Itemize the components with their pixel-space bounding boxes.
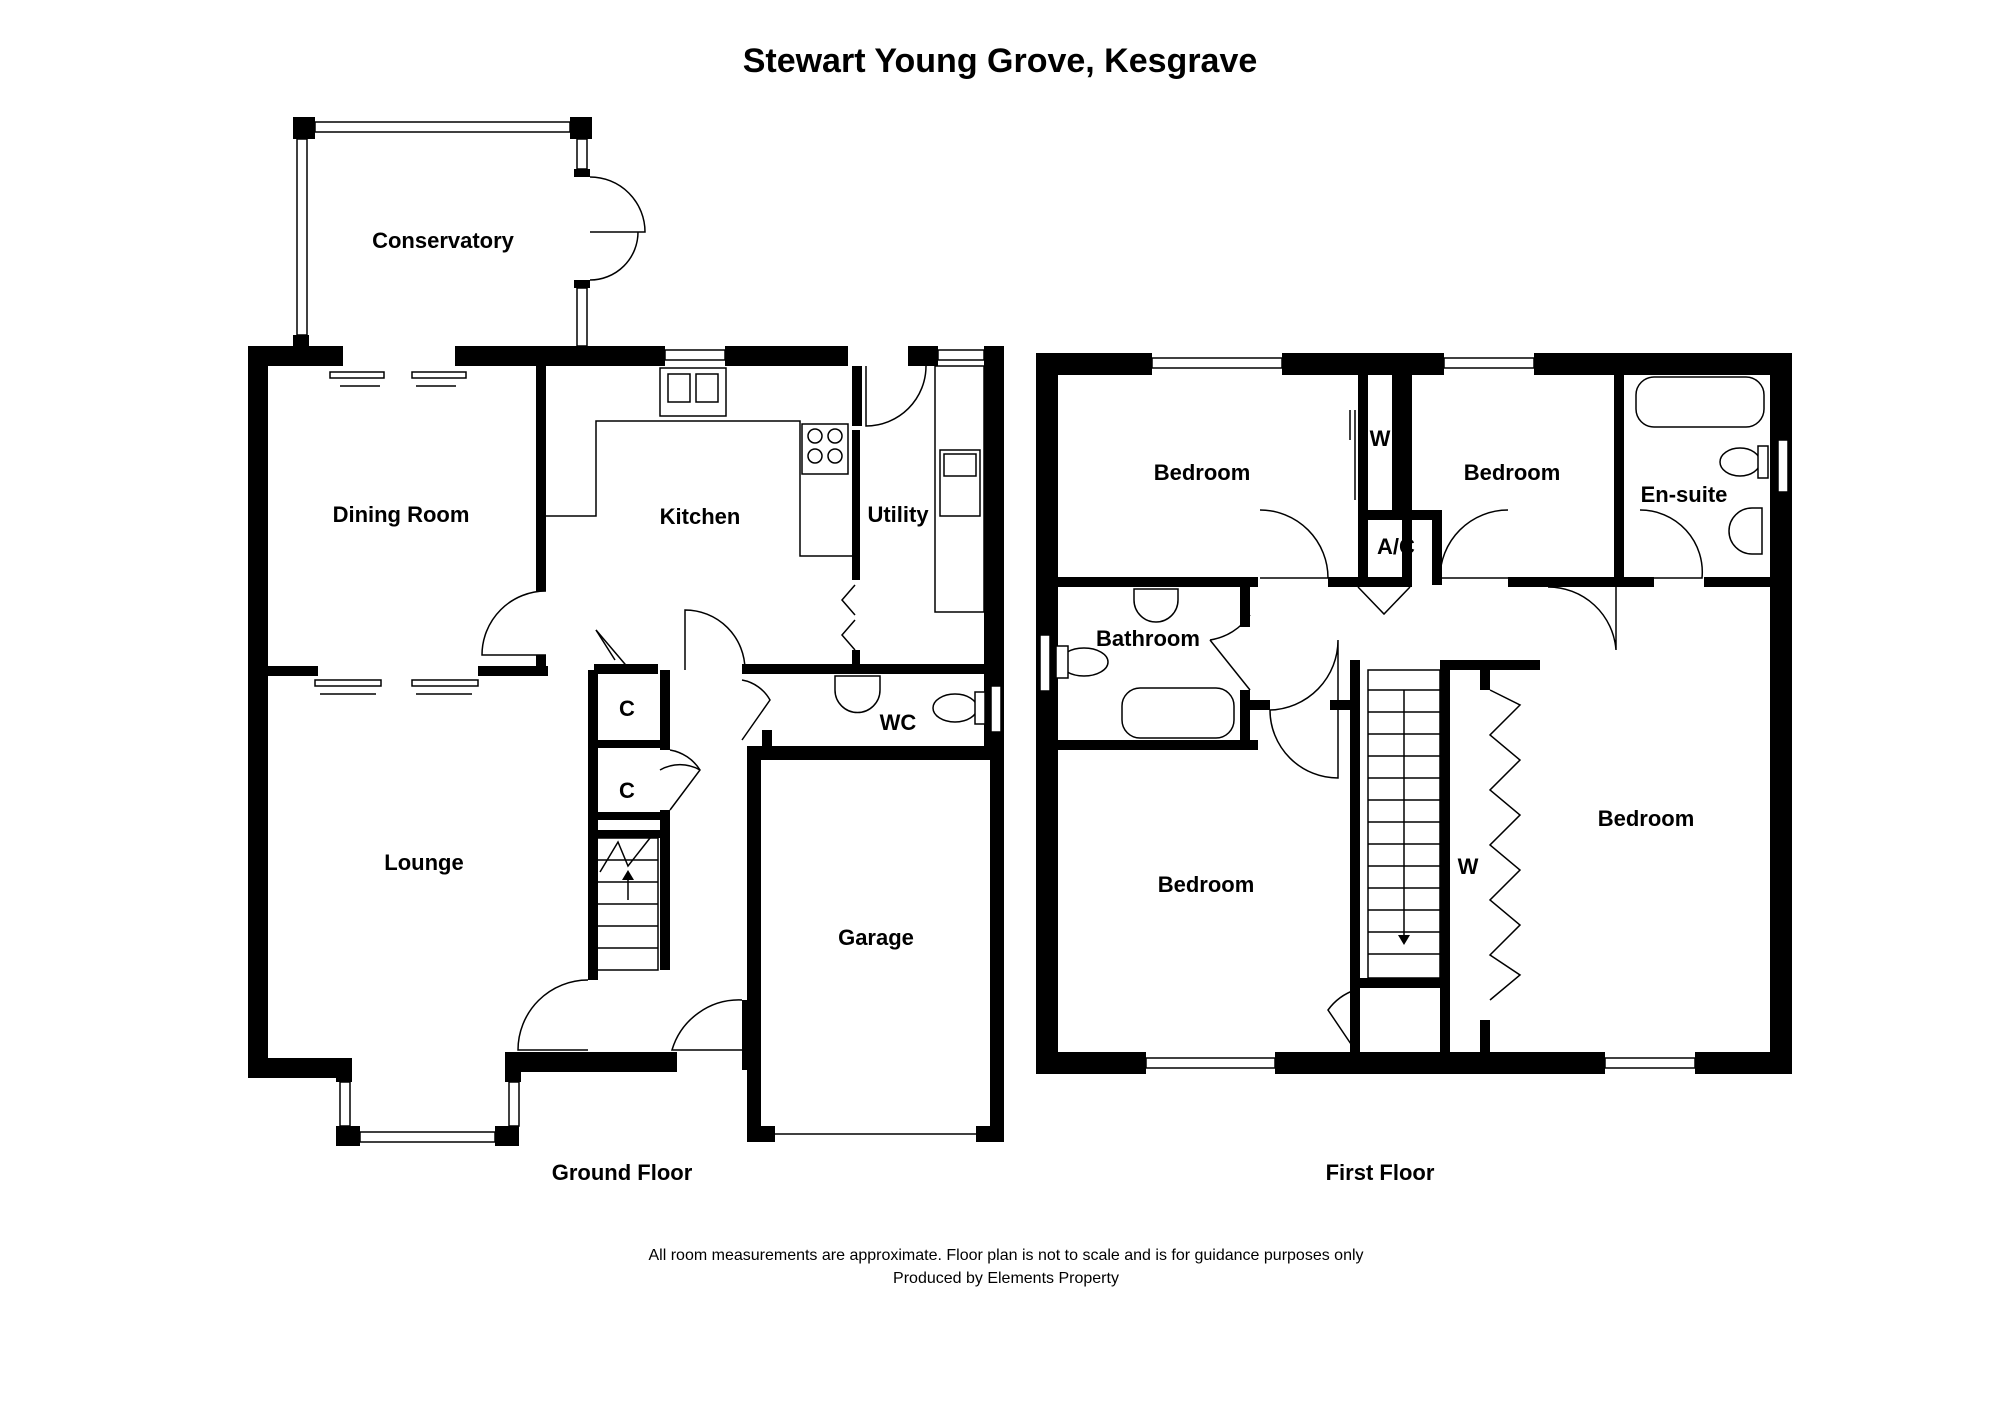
first-floor-internal-walls	[1058, 375, 1770, 1055]
ground-floor-walls	[248, 346, 1004, 1146]
kitchen-fittings	[546, 365, 985, 613]
room-label-wardrobe-2: W	[1458, 854, 1479, 879]
conservatory-walls	[293, 117, 646, 351]
floor-label-first: First Floor	[1326, 1160, 1435, 1185]
first-floor-doors	[1209, 410, 1704, 1051]
room-label-bathroom: Bathroom	[1096, 626, 1200, 651]
room-label-airing-cupboard: A/C	[1377, 534, 1415, 559]
footer-credit: Produced by Elements Property	[893, 1270, 1119, 1287]
wc-fittings	[834, 675, 986, 725]
ground-floor-doors	[481, 365, 927, 1051]
room-label-wc: WC	[880, 710, 917, 735]
room-label-garage: Garage	[838, 925, 914, 950]
room-label-kitchen: Kitchen	[660, 504, 741, 529]
first-floor-plan: Bedroom W Bedroom En-suite A/C Bathroom …	[1036, 353, 1792, 1185]
room-label-bedroom-3: Bedroom	[1158, 872, 1255, 897]
room-label-cupboard-1: C	[619, 696, 635, 721]
floor-label-ground: Ground Floor	[552, 1160, 693, 1185]
bathroom-fittings	[1055, 588, 1235, 739]
room-label-conservatory: Conservatory	[372, 228, 515, 253]
first-floor-walls	[1036, 353, 1792, 1074]
footer-disclaimer: All room measurements are approximate. F…	[648, 1247, 1363, 1264]
room-label-bedroom-1: Bedroom	[1154, 460, 1251, 485]
en-suite-fittings	[1635, 376, 1769, 555]
page-title: Stewart Young Grove, Kesgrave	[743, 42, 1258, 80]
room-label-en-suite: En-suite	[1641, 482, 1728, 507]
first-floor-stairs	[1367, 669, 1441, 979]
ground-floor-plan: Conservatory Dining Room Kitchen Utility…	[248, 117, 1004, 1185]
room-label-dining-room: Dining Room	[333, 502, 470, 527]
room-label-cupboard-2: C	[619, 778, 635, 803]
room-label-bedroom-2: Bedroom	[1464, 460, 1561, 485]
room-label-wardrobe-1: W	[1370, 426, 1391, 451]
room-label-utility: Utility	[867, 502, 929, 527]
sliding-doors	[314, 371, 479, 695]
room-label-bedroom-4: Bedroom	[1598, 806, 1695, 831]
room-label-lounge: Lounge	[384, 850, 463, 875]
ground-floor-internal-walls	[268, 366, 1004, 1070]
ground-floor-stairs	[589, 837, 659, 971]
